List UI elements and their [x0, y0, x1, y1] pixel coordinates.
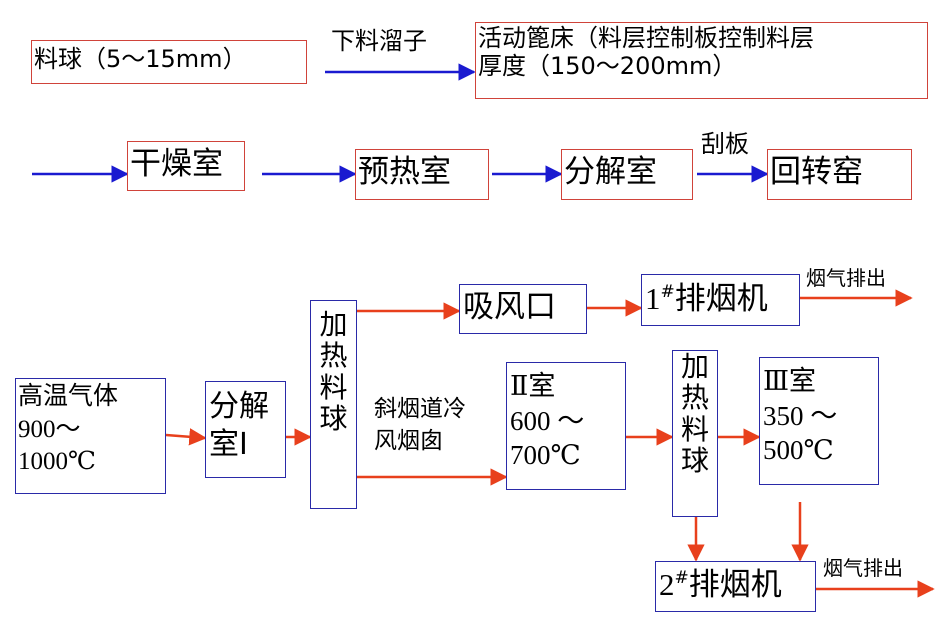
drying-chamber-box: 干燥室 — [127, 141, 245, 191]
exhaust-fan-1-label: 排烟机 — [674, 281, 768, 317]
exhaust-fan-1-hash: # — [660, 282, 675, 303]
grate-line-2: 厚度（150～200mm） — [478, 51, 737, 80]
grate-box: 活动篦床（料层控制板控制料层 厚度（150～200mm） — [475, 22, 928, 99]
heating-ball-2-char-2: 热 — [680, 381, 709, 415]
room-3-line-1: Ⅲ室 — [763, 366, 817, 396]
heating-ball-1-char-1: 加 — [319, 308, 348, 341]
room-3-box: Ⅲ室 350 ～ 500℃ — [759, 357, 879, 485]
decompose-chamber-label: 分解室 — [564, 154, 657, 190]
chute-label: 下料溜子 — [331, 27, 427, 55]
decompose-chamber-1-box: 分解 室Ⅰ — [205, 381, 286, 478]
flue-label: 斜烟道冷 风烟囱 — [374, 393, 466, 457]
room-2-line-1: Ⅱ室 — [510, 371, 556, 401]
suction-port-label: 吸风口 — [463, 289, 556, 325]
heating-ball-column-1: 加 热 料 球 — [310, 300, 357, 509]
decompose-chamber-1-line-2: 室Ⅰ — [209, 426, 248, 462]
decompose-chamber-box: 分解室 — [561, 149, 693, 200]
room-2-box: Ⅱ室 600 ～ 700℃ — [506, 362, 626, 490]
room-3-line-3: 500℃ — [763, 435, 834, 466]
exhaust-fan-2-number: 2 — [659, 567, 675, 602]
room-2-line-2: 600 ～ — [510, 405, 585, 436]
room-2-line-3: 700℃ — [510, 440, 581, 471]
heating-ball-2-char-4: 球 — [680, 444, 709, 478]
exhaust-fan-1-box: 1#排烟机 — [641, 274, 800, 326]
grate-line-1: 活动篦床（料层控制板控制料层 — [478, 24, 814, 52]
exhaust-2-label: 烟气排出 — [823, 556, 903, 580]
arrow-hotgas-to-decomp1 — [165, 428, 207, 446]
feed-ball-label: 料球（5～15mm） — [34, 45, 247, 73]
decompose-chamber-1-line-1: 分解 — [209, 389, 269, 424]
exhaust-fan-2-hash: # — [674, 568, 689, 589]
rotary-kiln-label: 回转窑 — [770, 154, 863, 190]
room-3-line-2: 350 ～ — [763, 400, 838, 431]
scraper-label: 刮板 — [701, 130, 749, 158]
heating-ball-1-char-2: 热 — [319, 339, 348, 373]
hot-gas-line-1: 高温气体 — [18, 383, 119, 410]
hot-gas-line-2: 900～ — [18, 415, 81, 443]
flue-line-1: 斜烟道冷 — [374, 396, 466, 422]
heating-ball-column-2: 加 热 料 球 — [672, 350, 718, 517]
preheat-chamber-box: 预热室 — [355, 149, 489, 200]
hot-gas-box: 高温气体 900～ 1000℃ — [15, 378, 166, 494]
hot-gas-line-3: 1000℃ — [18, 448, 96, 475]
exhaust-1-label: 烟气排出 — [806, 266, 886, 290]
heating-ball-1-char-3: 料 — [319, 370, 348, 404]
heating-ball-2-char-3: 料 — [680, 412, 709, 446]
exhaust-fan-2-box: 2#排烟机 — [655, 561, 816, 612]
preheat-chamber-label: 预热室 — [358, 154, 451, 190]
feed-ball-box: 料球（5～15mm） — [31, 40, 307, 84]
exhaust-fan-2-label: 排烟机 — [688, 567, 782, 603]
suction-port-box: 吸风口 — [459, 284, 587, 334]
exhaust-fan-1-number: 1 — [645, 281, 661, 316]
rotary-kiln-box: 回转窑 — [767, 149, 912, 200]
heating-ball-1-char-4: 球 — [319, 402, 348, 436]
drying-chamber-label: 干燥室 — [130, 146, 223, 182]
flue-line-2: 风烟囱 — [374, 428, 443, 455]
heating-ball-2-char-1: 加 — [680, 350, 709, 383]
